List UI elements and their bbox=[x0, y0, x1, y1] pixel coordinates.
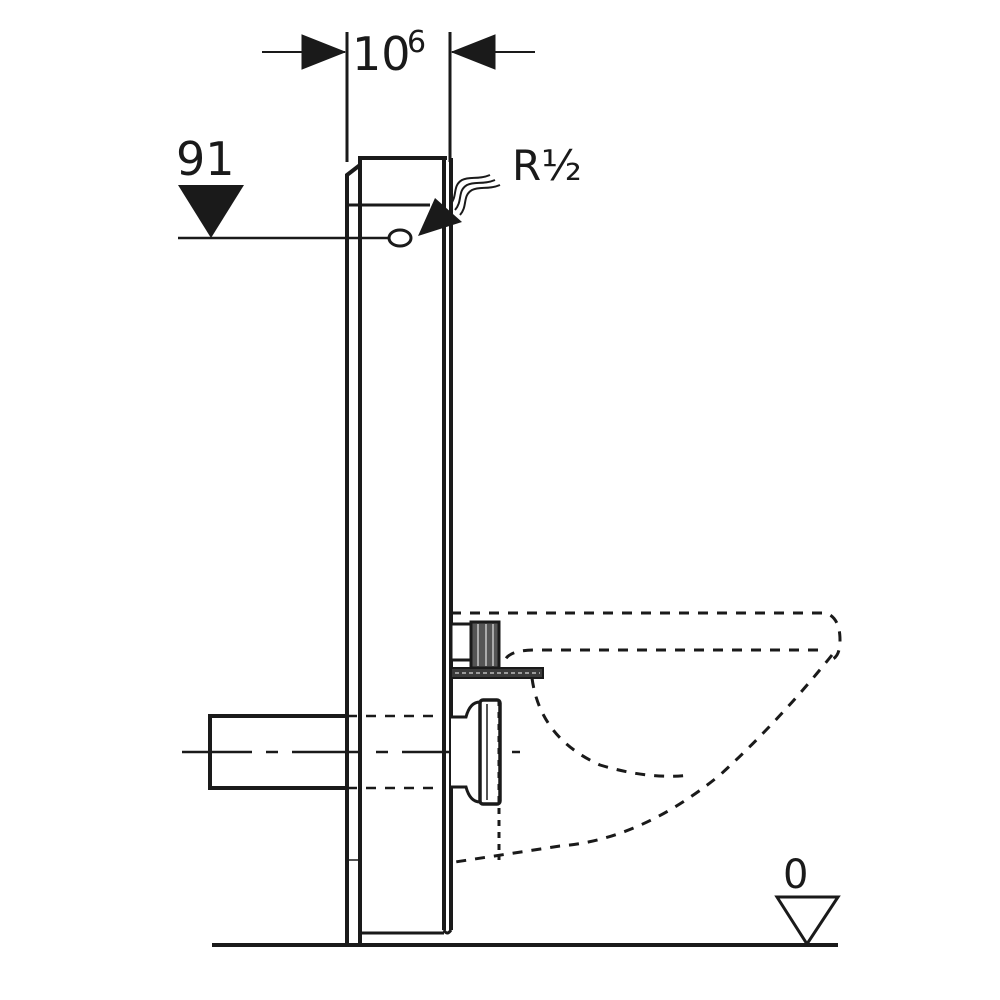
wc-pan-outline bbox=[451, 611, 842, 864]
pan-bowl-curve bbox=[530, 677, 691, 778]
floor-level-label: 0 bbox=[783, 852, 808, 898]
width-label-superscript: 6 bbox=[407, 25, 426, 60]
frame-right-bottom-curve bbox=[442, 929, 453, 935]
module-frame bbox=[345, 156, 453, 945]
frame-left-outer bbox=[345, 163, 362, 945]
drain-connector bbox=[451, 698, 502, 860]
level-marker-open-icon bbox=[774, 895, 841, 947]
water-wavy-lines-icon bbox=[449, 174, 501, 216]
connection-size-label: R½ bbox=[512, 141, 582, 190]
arrowhead-right-icon bbox=[301, 34, 347, 70]
width-dimension bbox=[262, 32, 535, 162]
pan-underside bbox=[454, 654, 834, 864]
pan-top-outline bbox=[451, 611, 842, 662]
connection-arrow-icon bbox=[418, 198, 462, 236]
pan-fixing-bracket bbox=[449, 620, 544, 679]
water-inlet-icon bbox=[387, 228, 413, 248]
level-marker-filled-icon bbox=[178, 185, 244, 238]
pan-rim-inner bbox=[503, 648, 818, 661]
height-marker-label: 91 bbox=[176, 132, 235, 186]
width-label: 10 bbox=[352, 27, 411, 81]
